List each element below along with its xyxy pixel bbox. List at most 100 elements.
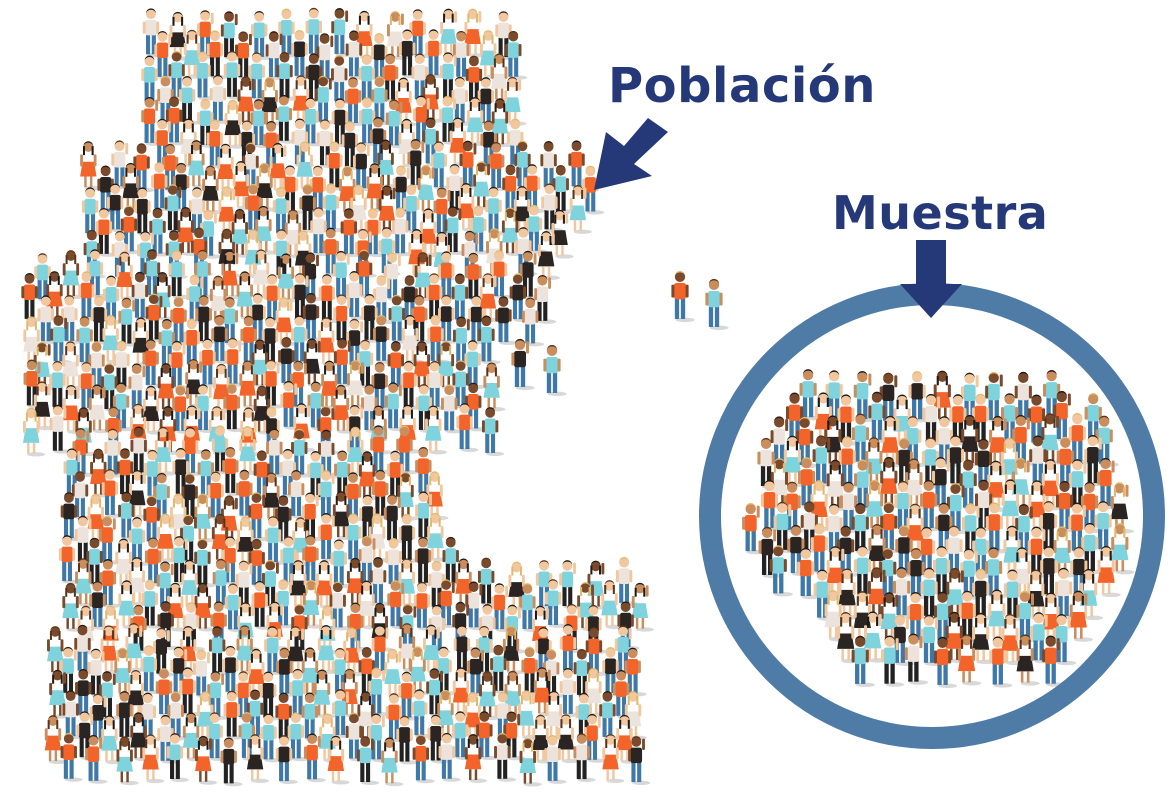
person-figure-icon	[851, 413, 876, 465]
person-figure-icon	[313, 669, 336, 719]
person-figure-icon	[141, 579, 164, 629]
person-figure-icon	[263, 274, 287, 323]
person-figure-icon	[824, 415, 848, 467]
person-figure-icon	[188, 140, 211, 189]
person-figure-icon	[407, 138, 430, 188]
person-figure-icon	[396, 715, 419, 765]
person-figure-icon	[273, 229, 296, 279]
person-figure-icon	[1068, 413, 1092, 465]
person-figure-icon	[464, 340, 487, 390]
person-figure-icon	[451, 76, 474, 126]
person-figure-icon	[439, 95, 462, 145]
person-figure-icon	[197, 691, 220, 741]
person-figure-icon	[770, 416, 794, 468]
person-figure-icon	[425, 29, 448, 79]
person-figure-icon	[62, 250, 85, 300]
person-figure-icon	[490, 644, 513, 694]
person-figure-icon	[102, 314, 125, 364]
person-figure-icon	[385, 538, 408, 587]
person-figure-icon	[49, 669, 72, 719]
person-figure-icon	[168, 50, 191, 100]
person-figure-icon	[1016, 634, 1040, 686]
person-figure-icon	[615, 556, 639, 606]
person-figure-icon	[415, 491, 438, 541]
person-figure-icon	[481, 407, 505, 456]
person-figure-icon	[275, 296, 298, 346]
person-figure-icon	[87, 493, 110, 543]
person-figure-icon	[838, 568, 862, 620]
person-figure-icon	[400, 360, 423, 410]
person-figure-icon	[1039, 501, 1064, 553]
person-figure-icon	[409, 646, 432, 696]
person-figure-icon	[223, 690, 246, 740]
person-figure-icon	[958, 634, 982, 686]
person-figure-icon	[398, 558, 421, 608]
person-figure-icon	[476, 711, 499, 761]
person-figure-icon	[373, 275, 396, 325]
person-figure-icon	[246, 734, 270, 784]
person-figure-icon	[251, 10, 274, 60]
person-figure-icon	[303, 733, 327, 783]
person-figure-icon	[333, 337, 357, 387]
person-figure-icon	[671, 270, 695, 323]
person-figure-icon	[194, 538, 217, 588]
person-figure-icon	[415, 446, 438, 496]
person-figure-icon	[194, 582, 217, 632]
person-figure-icon	[810, 480, 834, 532]
person-figure-icon	[544, 734, 567, 784]
person-figure-icon	[826, 459, 850, 511]
person-figure-icon	[880, 501, 904, 554]
person-figure-icon	[459, 140, 482, 190]
person-figure-icon	[168, 340, 191, 390]
person-figure-icon	[142, 734, 165, 784]
person-figure-icon	[494, 732, 517, 782]
person-figure-icon	[100, 625, 123, 675]
person-figure-icon	[425, 405, 448, 455]
person-figure-icon	[521, 297, 545, 347]
sample-label: Muestra	[832, 186, 1049, 240]
person-figure-icon	[224, 99, 247, 149]
person-figure-icon	[287, 712, 310, 762]
person-figure-icon	[851, 635, 875, 688]
person-figure-icon	[261, 76, 284, 126]
person-figure-icon	[206, 30, 229, 80]
person-figure-icon	[933, 636, 958, 689]
person-figure-icon	[920, 614, 944, 666]
person-figure-icon	[974, 438, 999, 490]
person-figure-icon	[23, 407, 46, 457]
person-figure-icon	[1069, 590, 1093, 642]
person-figure-icon	[157, 513, 180, 563]
person-figure-icon	[274, 579, 298, 629]
person-figure-icon	[341, 121, 364, 171]
person-figure-icon	[543, 344, 567, 397]
person-figure-icon	[483, 362, 506, 412]
person-figure-icon	[34, 253, 57, 303]
person-figure-icon	[403, 184, 426, 234]
person-figure-icon	[44, 715, 67, 765]
person-figure-icon	[220, 737, 243, 787]
person-figure-icon	[370, 425, 393, 475]
person-figure-icon	[475, 625, 499, 675]
person-figure-icon	[631, 582, 654, 632]
person-figure-icon	[212, 558, 235, 608]
person-figure-icon	[904, 633, 929, 685]
person-figure-icon	[573, 733, 596, 783]
person-figure-icon	[251, 580, 274, 630]
person-figure-icon	[49, 404, 72, 454]
person-figure-icon	[881, 635, 905, 687]
person-figure-icon	[264, 516, 287, 565]
person-figure-icon	[104, 428, 127, 478]
person-figure-icon	[299, 183, 322, 233]
person-figure-icon	[534, 274, 557, 324]
person-figure-icon	[441, 384, 464, 434]
person-figure-icon	[387, 11, 410, 60]
person-figure-icon	[329, 581, 352, 631]
person-figure-icon	[479, 30, 503, 79]
person-figure-icon	[519, 737, 542, 787]
person-figure-icon	[239, 360, 262, 410]
person-figure-icon	[946, 482, 971, 535]
person-figure-icon	[599, 691, 622, 740]
person-figure-icon	[438, 732, 461, 782]
person-figure-icon	[142, 385, 165, 435]
